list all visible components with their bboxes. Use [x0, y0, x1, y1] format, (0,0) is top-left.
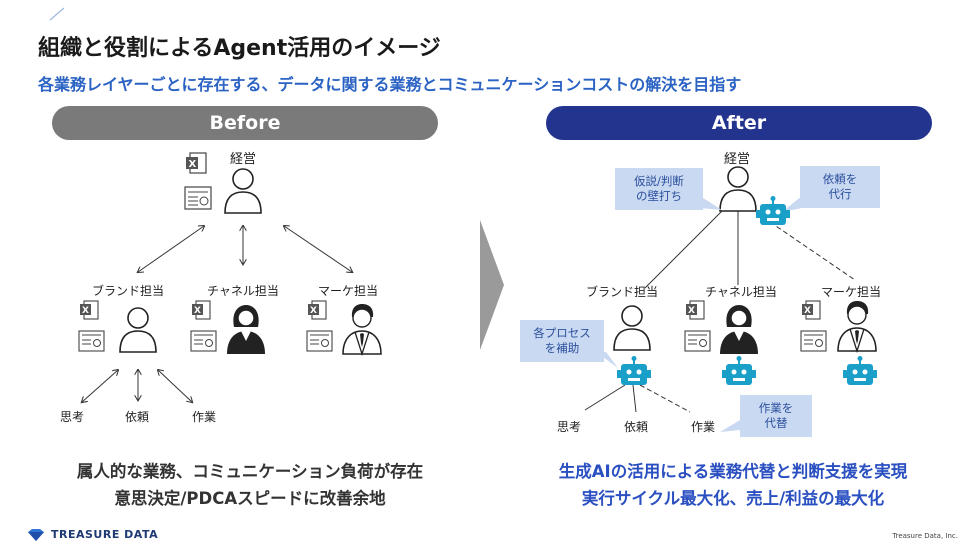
page-title: 組織と役割によるAgent活用のイメージ: [38, 36, 441, 61]
robot-agent-icon: [843, 356, 877, 385]
callout-delegate: 依頼を 代行: [800, 166, 880, 208]
person-icon: [224, 168, 262, 214]
before-conclusion-line2: 意思決定/PDCAスピードに改善余地: [114, 489, 386, 508]
callout-process: 各プロセス を補助: [520, 320, 604, 362]
before-conclusion: 属人的な業務、コミュニケーション負荷が存在 意思決定/PDCAスピードに改善余地: [20, 458, 480, 512]
callout-hypothesis: 仮説/判断 の壁打ち: [615, 168, 703, 210]
svg-text:X: X: [804, 306, 811, 316]
person-icon: [119, 307, 157, 353]
callout-pointer: [720, 420, 740, 432]
excel-doc-icon: X: [802, 300, 821, 320]
excel-doc-icon: X: [686, 300, 705, 320]
after-task-work: 作業: [691, 420, 716, 434]
businessman-person-icon: [342, 304, 382, 357]
diamond-logo-icon: [28, 528, 44, 541]
woman-person-icon: [227, 305, 265, 354]
svg-text:X: X: [189, 159, 197, 170]
robot-agent-icon: [617, 356, 651, 385]
company-logo: TREASURE DATA: [28, 528, 158, 541]
after-conclusion-line2: 実行サイクル最大化、売上/利益の最大化: [581, 489, 885, 508]
businessman-person-icon: [837, 301, 877, 354]
before-task-work: 作業: [192, 410, 217, 424]
excel-doc-icon: X: [186, 152, 207, 174]
before-exec-label: 経営: [230, 152, 257, 167]
excel-doc-icon: X: [308, 300, 327, 320]
person-icon: [613, 305, 651, 351]
report-doc-icon: [684, 330, 711, 352]
person-icon: [719, 166, 757, 212]
report-doc-icon: [800, 330, 827, 352]
callout-work: 作業を 代替: [740, 395, 812, 437]
before-role-brand: ブランド担当: [92, 284, 165, 298]
after-task-think: 思考: [557, 420, 582, 434]
after-role-channel: チャネル担当: [705, 285, 777, 299]
before-role-channel: チャネル担当: [207, 284, 279, 298]
robot-agent-icon: [722, 356, 756, 385]
woman-person-icon: [720, 305, 758, 354]
callout-pointer: [596, 352, 618, 368]
report-doc-icon: [190, 330, 217, 352]
after-task-request: 依頼: [624, 420, 649, 434]
after-header: After: [546, 106, 932, 140]
after-role-brand: ブランド担当: [586, 285, 659, 299]
after-conclusion-line1: 生成AIの活用による業務代替と判断支援を実現: [558, 462, 908, 481]
svg-text:X: X: [688, 306, 695, 316]
before-task-request: 依頼: [125, 410, 150, 424]
svg-text:X: X: [194, 306, 201, 316]
report-doc-icon: [184, 186, 212, 210]
before-header: Before: [52, 106, 438, 140]
after-exec-label: 経営: [724, 152, 751, 167]
logo-text: TREASURE DATA: [51, 528, 159, 541]
decorative-slash: [49, 7, 65, 21]
svg-text:X: X: [82, 306, 89, 316]
callout-pointer: [782, 196, 802, 212]
svg-text:X: X: [310, 306, 317, 316]
excel-doc-icon: X: [80, 300, 99, 320]
robot-agent-icon: [756, 196, 790, 225]
callout-pointer: [700, 196, 722, 210]
transition-arrow: [480, 220, 504, 350]
before-role-marketing: マーケ担当: [318, 284, 379, 298]
footer-copyright: Treasure Data, Inc.: [892, 532, 958, 540]
excel-doc-icon: X: [192, 300, 211, 320]
after-role-marketing: マーケ担当: [821, 285, 882, 299]
before-task-think: 思考: [60, 410, 85, 424]
before-conclusion-line1: 属人的な業務、コミュニケーション負荷が存在: [76, 462, 424, 481]
report-doc-icon: [78, 330, 105, 352]
report-doc-icon: [306, 330, 333, 352]
after-conclusion: 生成AIの活用による業務代替と判断支援を実現 実行サイクル最大化、売上/利益の最…: [488, 458, 978, 512]
page-subtitle: 各業務レイヤーごとに存在する、データに関する業務とコミュニケーションコストの解決…: [38, 75, 742, 94]
